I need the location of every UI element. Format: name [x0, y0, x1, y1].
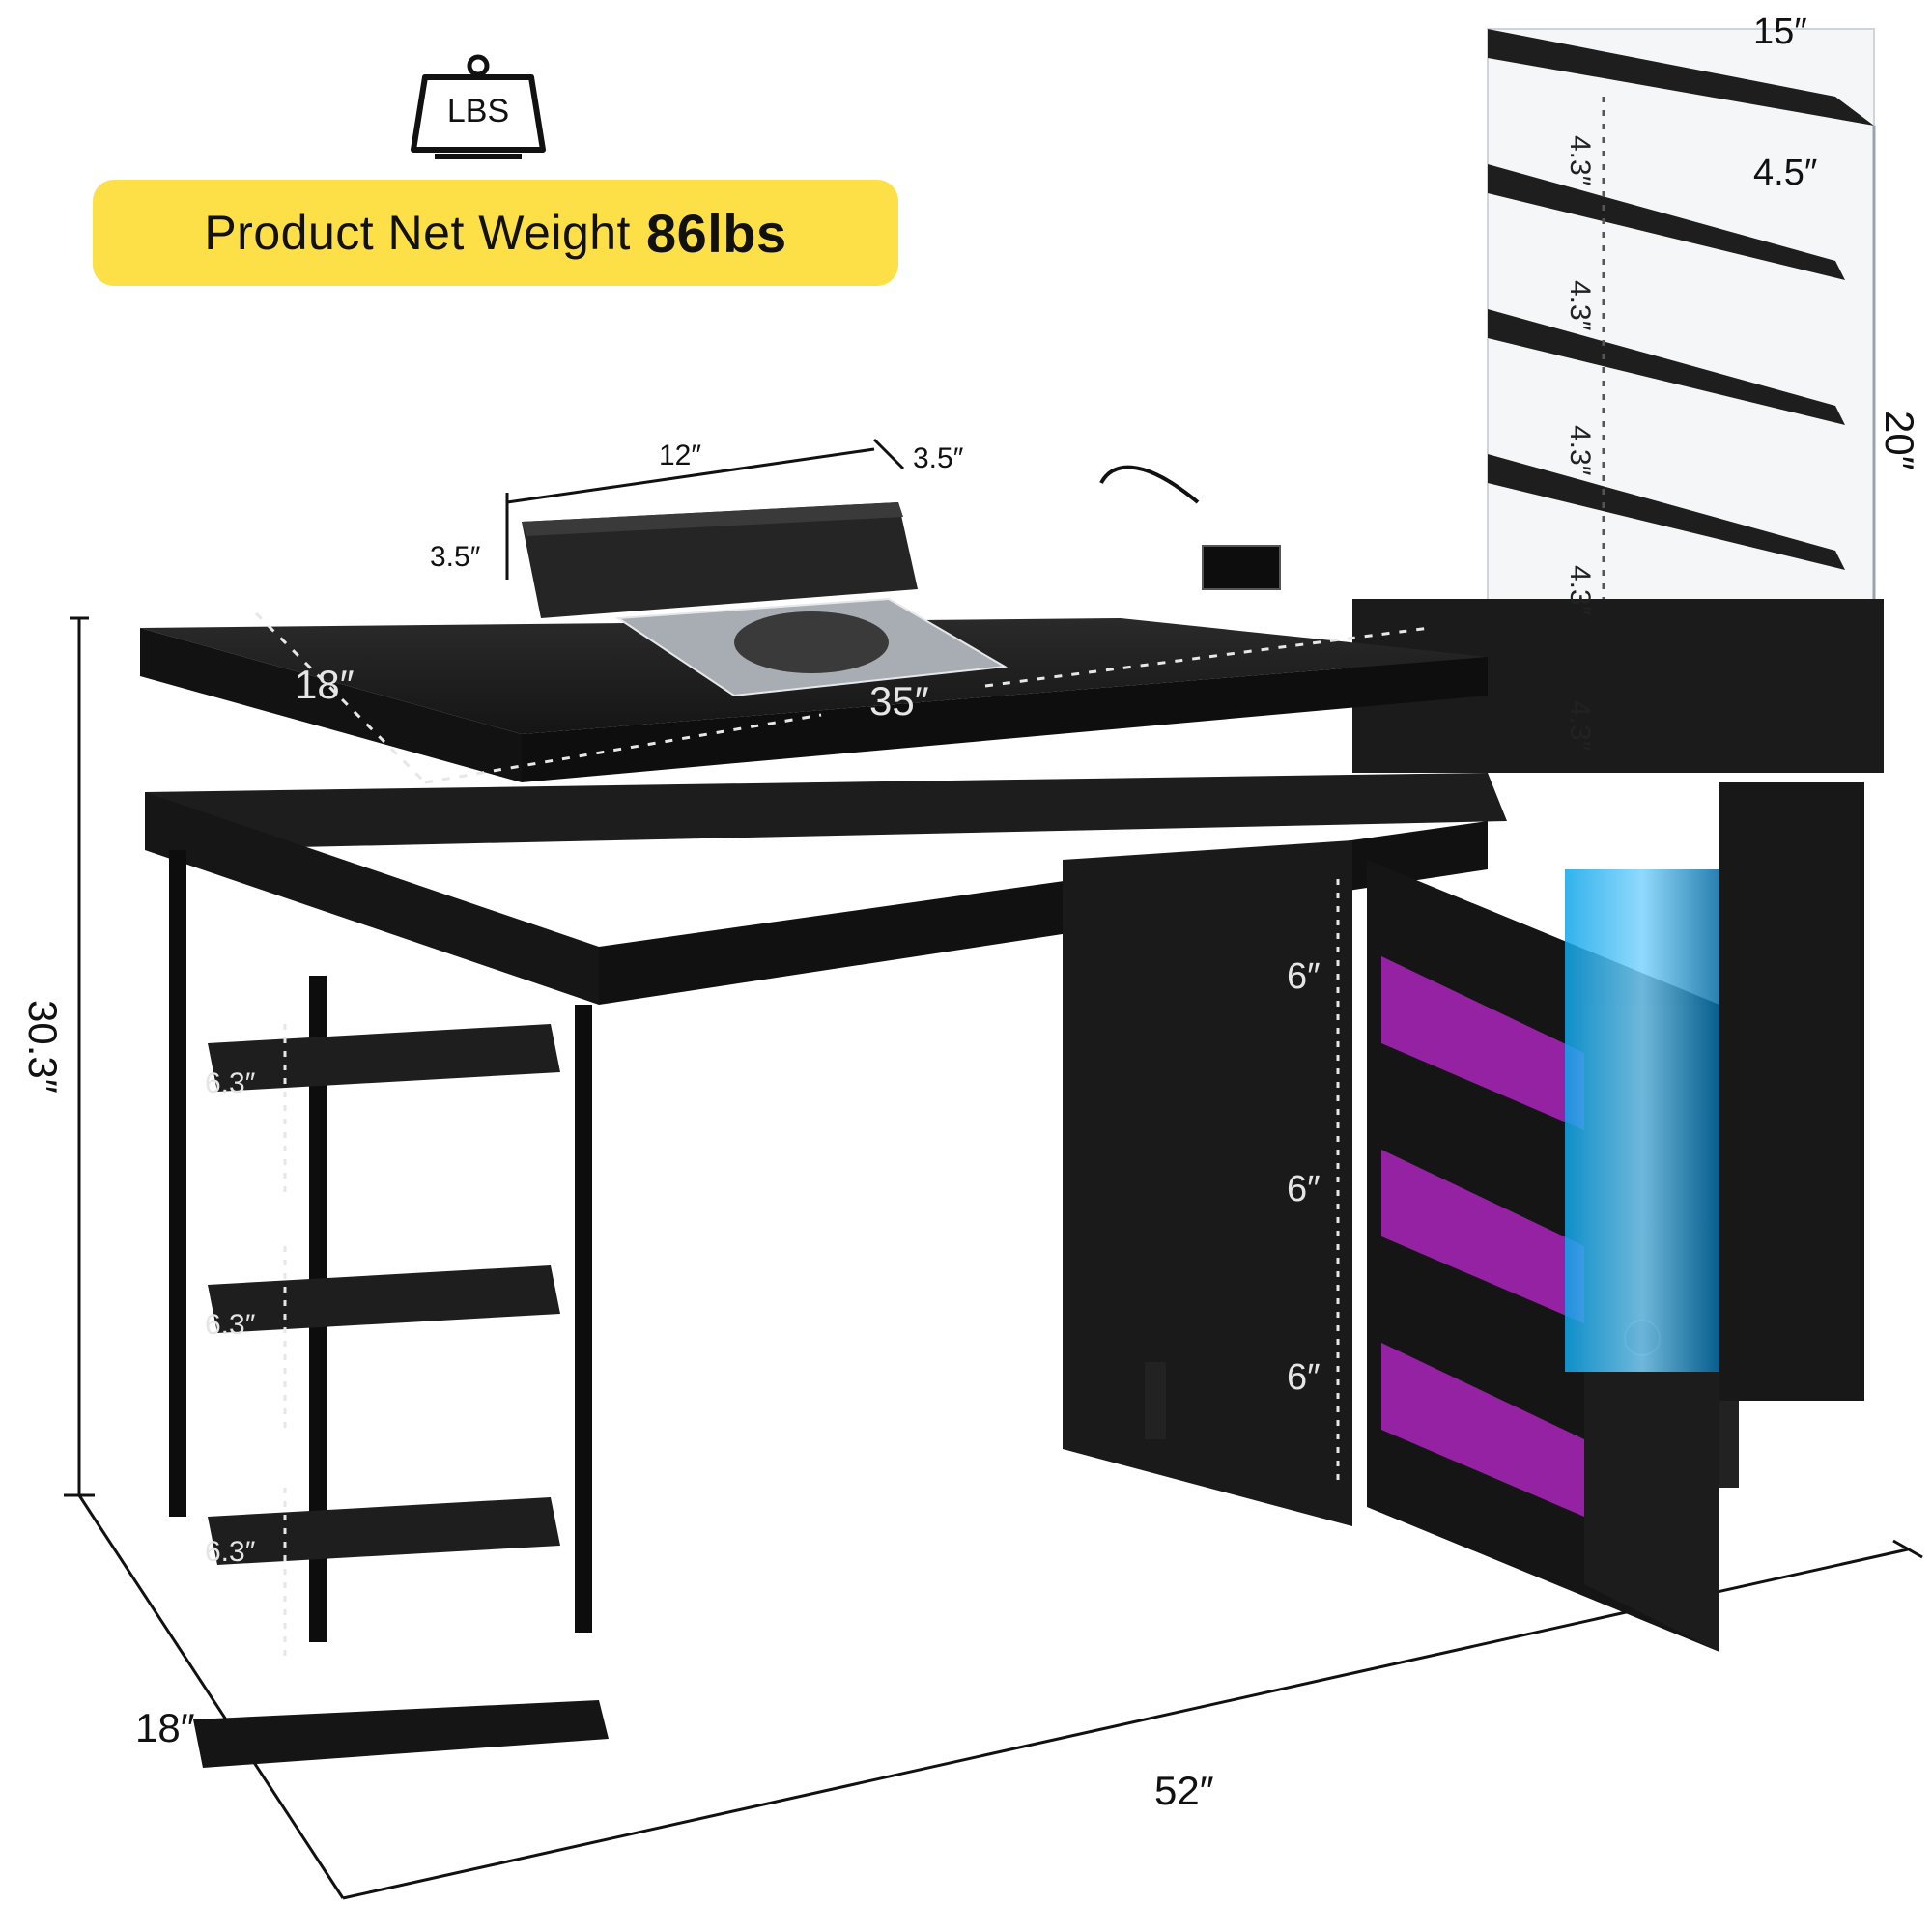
acrylic-shelf-spacing-2: 4.3″ — [1564, 280, 1596, 331]
left-shelf-spacing-3: 6.3″ — [205, 1536, 256, 1568]
acrylic-shelf-spacing-3: 4.3″ — [1564, 425, 1596, 476]
left-shelving-unit — [169, 850, 609, 1768]
total-width-label: 52″ — [1154, 1768, 1214, 1813]
left-shelf-spacing-1: 6.3″ — [205, 1067, 256, 1099]
armrest-depth-label: 3.5″ — [430, 541, 481, 573]
acrylic-shelf-spacing-5: 4.3″ — [1564, 700, 1596, 752]
armrest-height-label: 3.5″ — [913, 442, 964, 474]
tabletop-width-label: 35″ — [869, 678, 929, 724]
weight-scale-lbs-icon: LBS — [406, 48, 551, 164]
total-height-label: 30.3″ — [20, 1000, 66, 1094]
net-weight-badge: Product Net Weight 86lbs — [93, 180, 898, 286]
base-depth-label: 18″ — [135, 1705, 195, 1750]
drawer-spacing-3: 6″ — [1287, 1357, 1321, 1398]
tabletop-depth-label: 18″ — [295, 662, 355, 707]
acrylic-shelf-width-label: 15″ — [1753, 12, 1807, 52]
acrylic-shelf-depth-label: 4.5″ — [1753, 153, 1818, 193]
left-shelf-spacing-2: 6.3″ — [205, 1309, 256, 1341]
acrylic-shelf-height-label: 20″ — [1877, 411, 1922, 470]
drawer-spacing-2: 6″ — [1287, 1169, 1321, 1209]
led-cabinet — [1565, 782, 1864, 1488]
drawer-spacing-1: 6″ — [1287, 956, 1321, 997]
net-weight-value: 86lbs — [645, 202, 787, 264]
lbs-icon-label: LBS — [446, 93, 510, 129]
armrest-length-label: 12″ — [659, 440, 701, 471]
acrylic-shelf-spacing-1: 4.3″ — [1564, 135, 1596, 186]
acrylic-shelf-spacing-4: 4.3″ — [1564, 565, 1596, 616]
net-weight-label: Product Net Weight — [204, 206, 631, 260]
